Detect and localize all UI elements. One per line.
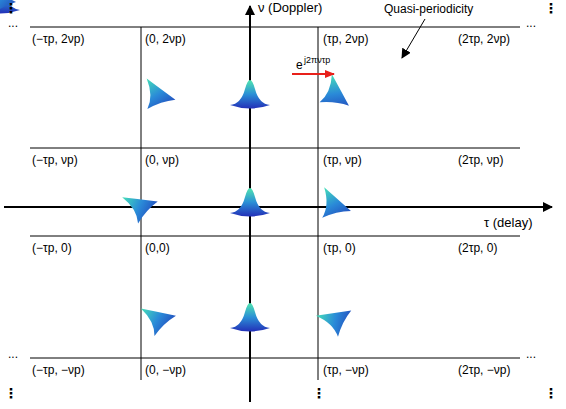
ellipsis: ... (8, 347, 18, 361)
grid-coordinate: (0,0) (145, 241, 170, 255)
grid-coordinate: (0, −νp) (145, 363, 186, 377)
grid-coordinate: (−τp, 2νp) (32, 32, 84, 46)
peaks (0, 0, 359, 340)
ellipsis: ⋮ (312, 386, 326, 400)
grid-coordinate: (0, 2νp) (145, 32, 186, 46)
grid-coordinate: (τp, νp) (323, 153, 362, 167)
grid-coordinate: (−τp, νp) (32, 153, 78, 167)
ellipsis: ⋮ (544, 1, 558, 15)
grid-coordinate: (τp, 2νp) (323, 32, 368, 46)
axis-label: ν (Doppler) (258, 1, 322, 15)
grid-coordinate: (−τp, 0) (32, 241, 72, 255)
callout-label: Quasi-periodicity (384, 2, 473, 16)
ellipsis: ⋮ (4, 386, 18, 400)
axes (4, 6, 552, 402)
phase-factor: e (296, 58, 303, 72)
axis-label: τ (delay) (484, 216, 532, 230)
grid-lines (30, 27, 520, 380)
grid-coordinate: (2τp, νp) (458, 153, 503, 167)
grid-coordinate: (−τp, −νp) (32, 363, 85, 377)
grid-coordinate: (2τp, −νp) (458, 363, 510, 377)
grid-coordinate: (0, νp) (145, 153, 179, 167)
leader-arrow (402, 19, 425, 58)
grid-coordinate: (τp, 0) (323, 241, 356, 255)
grid-coordinate: (τp, −νp) (323, 363, 369, 377)
ellipsis: ... (8, 16, 18, 30)
phase-exponent: j2πντp (304, 53, 330, 67)
ellipsis: ... (526, 16, 536, 30)
shift-arrow (292, 73, 334, 75)
ellipsis: ⋮ (4, 1, 18, 15)
ellipsis: ⋮ (544, 386, 558, 400)
grid-coordinate: (2τp, 0) (458, 241, 497, 255)
grid-coordinate: (2τp, 2νp) (458, 32, 510, 46)
ellipsis: ... (526, 347, 536, 361)
